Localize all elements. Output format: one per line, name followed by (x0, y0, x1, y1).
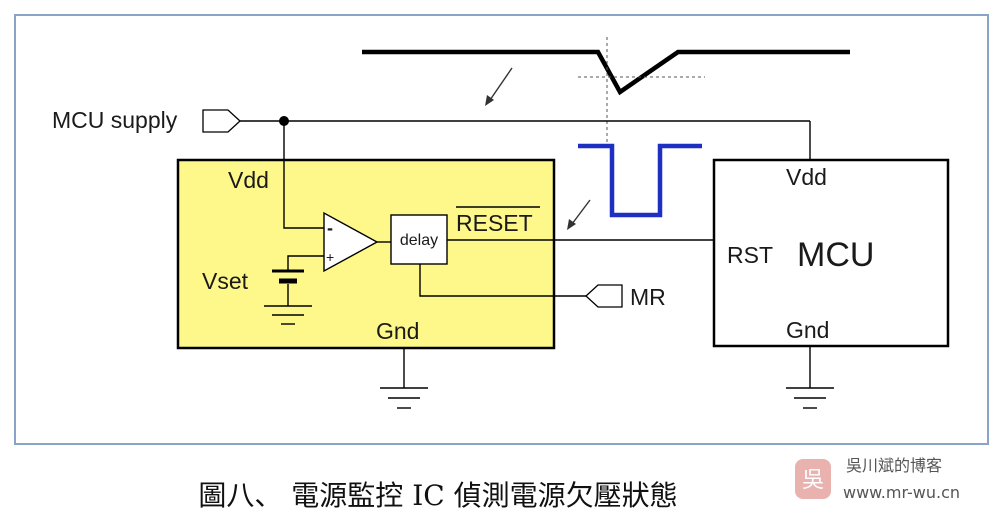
arrow-reset (571, 199, 591, 225)
reset-pulse-waveform (578, 143, 702, 218)
mr-wire (419, 264, 586, 297)
watermark-url: www.mr-wu.cn (843, 483, 960, 502)
mr-port (585, 284, 623, 308)
vset-label: Vset (202, 268, 249, 294)
watermark: 吳 吳川斌的博客 www.mr-wu.cn (795, 456, 960, 502)
mcu-gnd-label: Gnd (786, 317, 829, 343)
mcu-supply-label: MCU supply (52, 107, 178, 133)
watermark-logo-icon (795, 459, 831, 499)
figure-caption: 圖八、 電源監控 IC 偵測電源欠壓狀態 (198, 479, 677, 512)
delay-label: delay (400, 232, 438, 249)
mcu-rst-label: RST (727, 242, 773, 268)
ic-vdd-label: Vdd (228, 167, 269, 193)
supervisor-ic-box (176, 158, 556, 350)
comparator (323, 211, 379, 273)
mcu-title: MCU (797, 236, 874, 274)
mcu-supply-port (202, 109, 241, 133)
arrow-reset-head (567, 219, 576, 230)
ic-gnd-label: Gnd (376, 318, 419, 344)
vdd-to-comparator-wire (283, 121, 324, 229)
vset-wire (287, 255, 324, 270)
mcu-vdd-label: Vdd (786, 164, 827, 190)
comparator-minus-label: - (327, 218, 333, 238)
arrow-supply-head (485, 95, 494, 106)
supply-dip-waveform (362, 49, 850, 96)
comparator-plus-label: + (326, 249, 334, 265)
mr-label: MR (630, 284, 666, 310)
mcu-box (712, 158, 950, 348)
watermark-name: 吳川斌的博客 (846, 456, 942, 475)
delay-block (390, 214, 448, 265)
arrow-supply (489, 67, 513, 101)
watermark-logo-char: 吳 (802, 468, 824, 493)
reset-label: RESET (456, 210, 533, 236)
